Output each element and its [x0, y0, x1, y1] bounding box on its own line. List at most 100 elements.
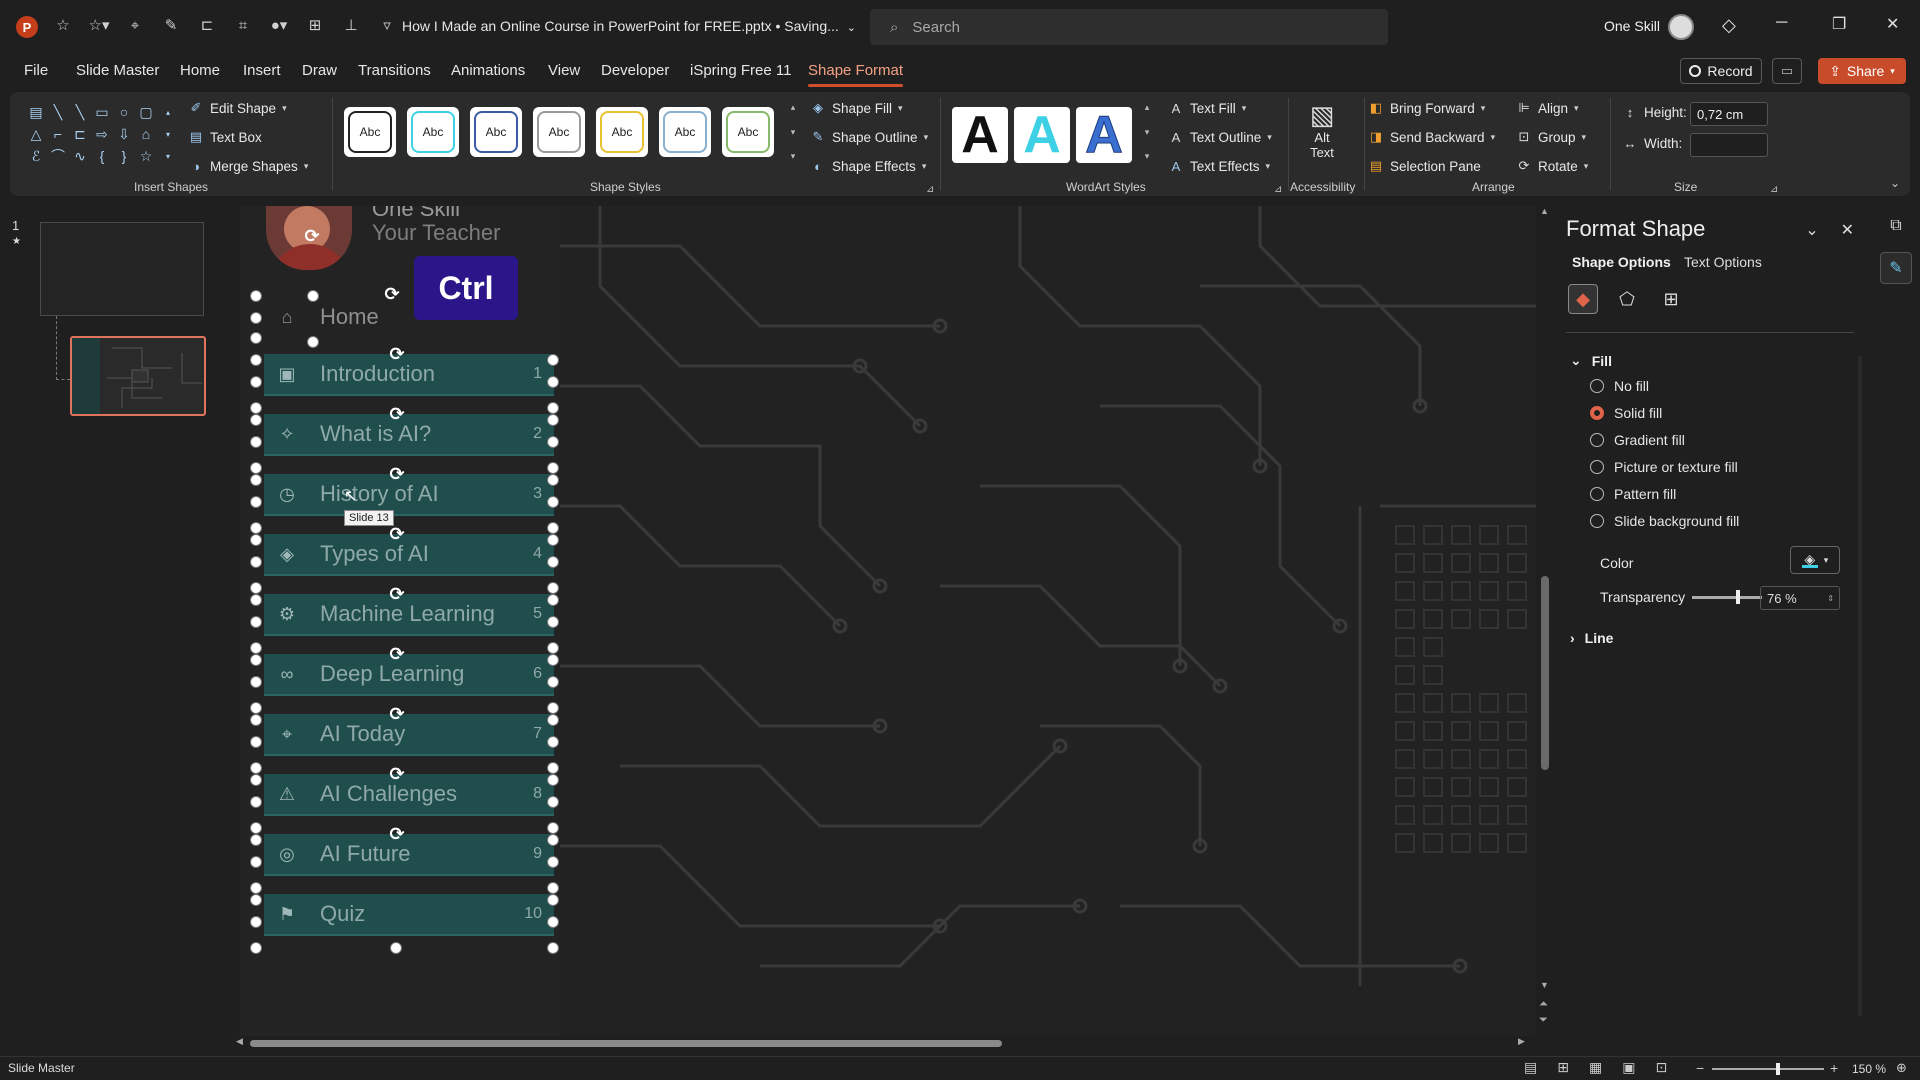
shape-fill-qat-icon[interactable]: ●▾	[270, 17, 288, 34]
menu-item-what-is-ai[interactable]: ✧ What is AI? 2	[264, 414, 554, 456]
tab-ispring[interactable]: iSpring Free 11	[690, 62, 792, 79]
more-icon[interactable]: ▾	[790, 151, 796, 161]
merge-shapes-button[interactable]: ◑Merge Shapes▾	[188, 158, 308, 174]
premium-diamond-icon[interactable]: ◇	[1722, 15, 1736, 35]
dialog-launcher-icon[interactable]: ⊿	[1274, 184, 1283, 195]
selection-handle[interactable]	[250, 534, 262, 546]
tab-home[interactable]: Home	[180, 62, 221, 79]
scrollbar-thumb[interactable]	[1541, 576, 1549, 770]
selection-handle[interactable]	[250, 856, 262, 868]
rotate-handle-icon[interactable]: ⟳	[389, 764, 405, 784]
selection-handle[interactable]	[250, 882, 262, 894]
designer-icon[interactable]: ⧉	[1890, 217, 1902, 234]
scroll-left-icon[interactable]: ◀	[236, 1036, 243, 1046]
chevron-up-icon[interactable]: ▴	[790, 102, 796, 112]
rectangle-shape-icon[interactable]: ▭	[95, 103, 109, 120]
scroll-down-icon[interactable]: ▼	[1540, 980, 1549, 990]
gallery-scroll-icon[interactable]: ▾	[165, 129, 170, 139]
selection-handle[interactable]	[250, 582, 262, 594]
zoom-level[interactable]: 150 %	[1852, 1062, 1887, 1076]
chevron-up-icon[interactable]: ▴	[1144, 102, 1150, 112]
autosave-icon[interactable]: ☆	[56, 17, 70, 34]
selection-handle[interactable]	[547, 796, 559, 808]
align-icon[interactable]: ⊏	[200, 17, 214, 34]
selection-handle[interactable]	[250, 496, 262, 508]
chevron-down-icon[interactable]: ▾	[790, 126, 796, 137]
selection-handle[interactable]	[547, 642, 559, 654]
slide-editing-area[interactable]: One Skill Your Teacher ⌂ Home ▣ Introduc…	[240, 206, 1536, 1036]
selection-handle[interactable]	[250, 822, 262, 834]
selection-handle[interactable]	[547, 534, 559, 546]
tab-transitions[interactable]: Transitions	[358, 62, 431, 79]
selection-handle[interactable]	[547, 462, 559, 474]
line-section-header[interactable]: ›Line	[1570, 630, 1613, 646]
selection-handle[interactable]	[307, 290, 319, 302]
selection-handle[interactable]	[547, 916, 559, 928]
wordart-scroll[interactable]: ▴▾▾	[1140, 102, 1154, 162]
selection-handle[interactable]	[547, 894, 559, 906]
line-shape-icon[interactable]: ╲	[53, 103, 63, 120]
shape-style-swatch[interactable]: Abc	[659, 107, 711, 157]
tab-view[interactable]: View	[548, 62, 581, 79]
wordart-style-cyan[interactable]: A	[1014, 106, 1070, 164]
rotate-handle-icon[interactable]: ⟳	[389, 584, 405, 604]
selection-handle[interactable]	[250, 736, 262, 748]
selection-pane-button[interactable]: ▤Selection Pane	[1368, 158, 1481, 174]
user-name[interactable]: One Skill	[1604, 18, 1661, 34]
pane-scrollbar[interactable]	[1858, 356, 1862, 1016]
comments-button[interactable]: ▭	[1772, 58, 1802, 84]
menu-item-ai-challenges[interactable]: ⚠ AI Challenges 8	[264, 774, 554, 816]
rotate-handle-icon[interactable]: ⟳	[389, 824, 405, 844]
selection-handle[interactable]	[547, 582, 559, 594]
selection-handle[interactable]	[250, 474, 262, 486]
tab-file[interactable]: File	[24, 62, 49, 79]
shape-style-swatch[interactable]: Abc	[407, 107, 459, 157]
selection-handle[interactable]	[250, 594, 262, 606]
reading-view-icon[interactable]: ▣	[1622, 1059, 1636, 1075]
selection-handle[interactable]	[250, 894, 262, 906]
selection-handle[interactable]	[250, 834, 262, 846]
rotate-handle-icon[interactable]: ⟳	[389, 524, 405, 544]
scrollbar-thumb[interactable]	[250, 1040, 1002, 1047]
rotate-button[interactable]: ⟳Rotate▾	[1516, 158, 1589, 174]
rotate-handle-icon[interactable]: ⟳	[389, 464, 405, 484]
fill-section-header[interactable]: ⌄Fill	[1570, 352, 1612, 369]
tab-draw[interactable]: Draw	[302, 62, 338, 79]
slide-sorter-icon[interactable]: ▦	[1588, 1059, 1603, 1075]
selection-handle[interactable]	[250, 762, 262, 774]
menu-item-machine-learning[interactable]: ⚙ Machine Learning 5	[264, 594, 554, 636]
selection-handle[interactable]	[250, 332, 262, 344]
format-shape-strip-icon[interactable]: ✎	[1880, 252, 1912, 284]
fill-line-icon[interactable]: ◆	[1568, 284, 1598, 314]
normal-view-icon[interactable]: ⊞	[1557, 1059, 1569, 1075]
selection-handle[interactable]	[307, 336, 319, 348]
shape-outline-button[interactable]: ✎Shape Outline▾	[810, 129, 929, 145]
rotate-handle-icon[interactable]: ⟳	[389, 704, 405, 724]
shapes-gallery[interactable]: ▤ ╲ ╲ ▭ ○ ▢ ▴ △ ⌐ ⊏ ⇨ ⇩ ⌂ ▾ ℰ ⌒ ∿ { } ☆ …	[26, 102, 176, 168]
text-box-button[interactable]: ▤Text Box	[188, 129, 262, 145]
slideshow-icon[interactable]: ⊡	[1655, 1059, 1668, 1075]
gallery-scroll-icon[interactable]: ▴	[165, 107, 170, 117]
height-input[interactable]: 0,72 cm	[1690, 102, 1768, 126]
record-button[interactable]: Record	[1680, 58, 1762, 84]
tab-slide-master[interactable]: Slide Master	[76, 62, 160, 79]
selection-handle[interactable]	[547, 474, 559, 486]
corner-shape-icon[interactable]: ⌐	[53, 126, 63, 142]
selection-handle[interactable]	[250, 796, 262, 808]
rotate-handle-icon[interactable]: ⟳	[389, 404, 405, 424]
menu-item-introduction[interactable]: ▣ Introduction 1	[264, 354, 554, 396]
shape-fill-button[interactable]: ◈Shape Fill▾	[810, 100, 903, 116]
menu-item-history-of-ai[interactable]: ◷ History of AI 3	[264, 474, 554, 516]
selection-handle[interactable]	[250, 402, 262, 414]
selection-handle[interactable]	[250, 376, 262, 388]
selection-handle[interactable]	[250, 290, 262, 302]
star-shape-icon[interactable]: ☆	[139, 147, 153, 164]
layout-thumbnail[interactable]	[70, 336, 206, 416]
selection-handle[interactable]	[547, 736, 559, 748]
dialog-launcher-icon[interactable]: ⊿	[1770, 184, 1779, 195]
arrange-icon[interactable]: ⊥	[344, 17, 358, 34]
rotate-handle-icon[interactable]: ⟳	[389, 644, 405, 664]
selection-handle[interactable]	[250, 462, 262, 474]
collapse-ribbon-icon[interactable]: ⌄	[1890, 176, 1901, 190]
wordart-style-black[interactable]: A	[952, 106, 1008, 164]
